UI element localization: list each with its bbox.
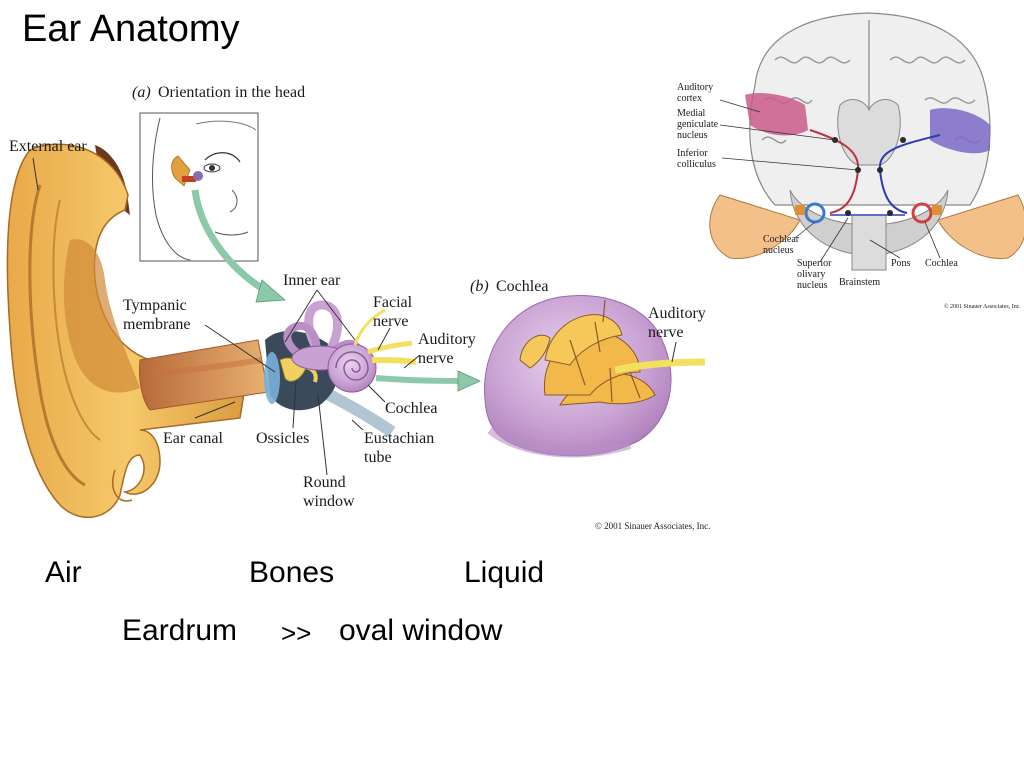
liquid-label: Liquid — [464, 556, 545, 589]
panel-b-letter: (b) — [470, 278, 489, 295]
cochlea-arrow — [375, 375, 463, 384]
arrows-label: >> — [281, 618, 312, 648]
label-cochlear-nucleus-1: Cochlear — [763, 234, 800, 245]
label-auditory: Auditory — [418, 331, 476, 348]
label-inferior-2: colliculus — [677, 159, 716, 170]
label-medial-3: nucleus — [677, 130, 708, 141]
air-label: Air — [45, 556, 82, 589]
panel-b-caption: Cochlea — [496, 278, 548, 295]
label-cochlear-nucleus-2: nucleus — [763, 245, 794, 256]
label-facial: Facial — [373, 294, 413, 311]
label-round: Round — [303, 474, 346, 491]
label-b-nerve: nerve — [648, 324, 684, 341]
oval-window-label: oval window — [339, 614, 503, 647]
label-auditory-cortex-1: Auditory — [677, 82, 713, 93]
label-brainstem: Brainstem — [839, 277, 880, 288]
label-cochlea: Cochlea — [385, 400, 437, 417]
label-medial-1: Medial — [677, 108, 706, 119]
leader-lines — [32, 157, 421, 476]
label-membrane: membrane — [123, 316, 191, 333]
label-facial-nerve: nerve — [373, 313, 409, 330]
label-auditory-nerve: nerve — [418, 350, 454, 367]
label-brain-cochlea: Cochlea — [925, 258, 958, 269]
external-ear-drawing — [6, 143, 269, 519]
label-external-ear: External ear — [9, 138, 87, 155]
leader-b-auditory — [671, 341, 677, 363]
cochlea-arrowhead — [457, 370, 481, 392]
label-superior-1: Superior — [797, 258, 832, 269]
label-auditory-cortex-2: cortex — [677, 93, 702, 104]
label-eustachian: Eustachian — [364, 430, 434, 447]
label-inner-ear: Inner ear — [283, 272, 341, 289]
label-superior-3: nucleus — [797, 280, 828, 291]
eardrum-label: Eardrum — [122, 614, 238, 647]
label-pons: Pons — [891, 258, 911, 269]
brain-leader-lines — [719, 99, 941, 263]
orientation-arrow — [191, 189, 270, 296]
brain-coronal-section — [709, 12, 1024, 271]
label-b-auditory: Auditory — [648, 305, 706, 322]
copyright-brain: © 2001 Sinauer Associates, Inc. — [944, 303, 1021, 310]
label-inferior-1: Inferior — [677, 148, 708, 159]
slide-title: Ear Anatomy — [22, 8, 240, 50]
label-ear-canal: Ear canal — [163, 430, 224, 447]
orientation-arrowhead — [255, 279, 286, 303]
label-superior-2: olivary — [797, 269, 825, 280]
bones-label: Bones — [249, 556, 335, 589]
label-medial-2: geniculate — [677, 119, 719, 130]
label-tube: tube — [364, 449, 392, 466]
panel-a-caption: Orientation in the head — [158, 84, 305, 101]
orientation-face-sketch — [139, 112, 259, 262]
label-tympanic: Tympanic — [123, 297, 187, 314]
label-ossicles: Ossicles — [256, 430, 309, 447]
cochlea-cross-section — [483, 295, 706, 458]
label-window: window — [303, 493, 355, 510]
copyright-main: © 2001 Sinauer Associates, Inc. — [595, 521, 710, 531]
panel-a-letter: (a) — [132, 84, 151, 101]
